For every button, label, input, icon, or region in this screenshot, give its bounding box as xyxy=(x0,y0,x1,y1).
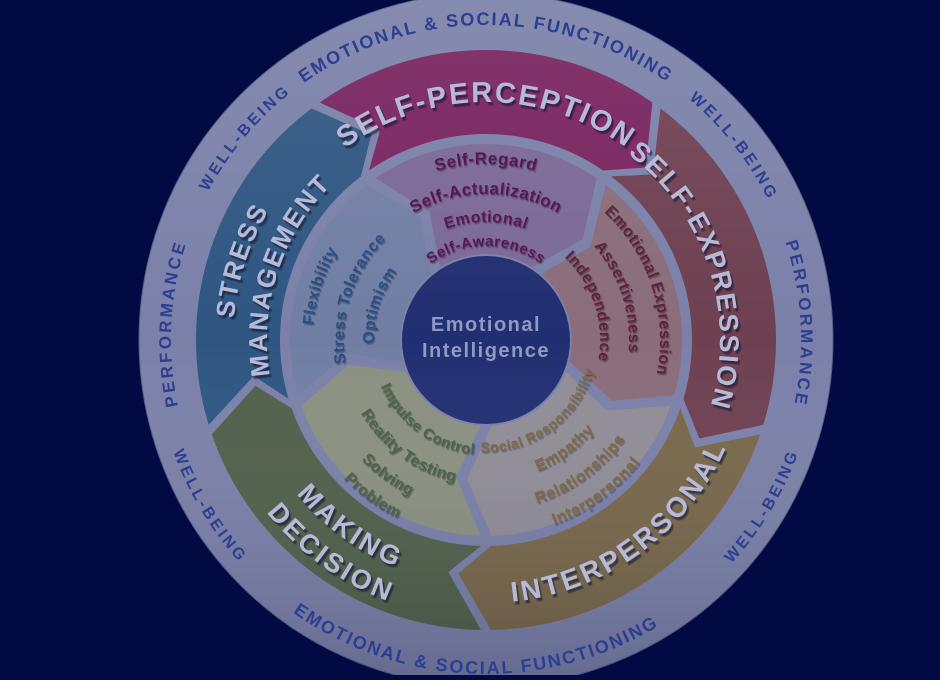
subskill-self-perception-line-2-text: Emotional xyxy=(442,209,530,233)
center-title-line-1: Intelligence xyxy=(422,340,550,362)
subskill-self-perception-line-2: Emotional xyxy=(442,209,530,233)
center-title-line-0: Emotional xyxy=(431,314,541,336)
lighting-overlay xyxy=(139,0,833,680)
